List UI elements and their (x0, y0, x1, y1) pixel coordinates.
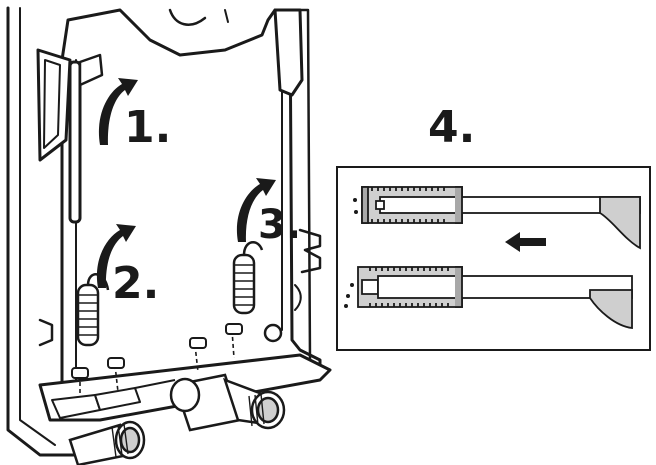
step-number-4: 4. (428, 102, 475, 153)
step-number-2: 2. (112, 258, 159, 309)
spring-cylinder-right (232, 241, 264, 315)
device-housing (6, 6, 322, 457)
pipe-fitting-left (68, 420, 146, 465)
rotate-arrow-step3 (236, 178, 276, 242)
assembly-bottom (357, 266, 633, 330)
assembly-top (361, 186, 641, 250)
rotate-arrow-step2 (96, 224, 136, 288)
arrow-left-icon (505, 232, 546, 252)
detail-panel (336, 166, 651, 351)
rotate-arrow-step1 (98, 78, 138, 145)
curved-arrow-icon (96, 78, 276, 288)
step-number-3: 3. (258, 202, 301, 248)
step-number-1: 1. (124, 102, 171, 153)
spring-cylinder-left (76, 273, 110, 347)
pipe-fitting-right (169, 373, 286, 432)
small-clips (71, 323, 243, 379)
droplet-icon (353, 198, 358, 214)
droplet-icon (344, 283, 354, 308)
